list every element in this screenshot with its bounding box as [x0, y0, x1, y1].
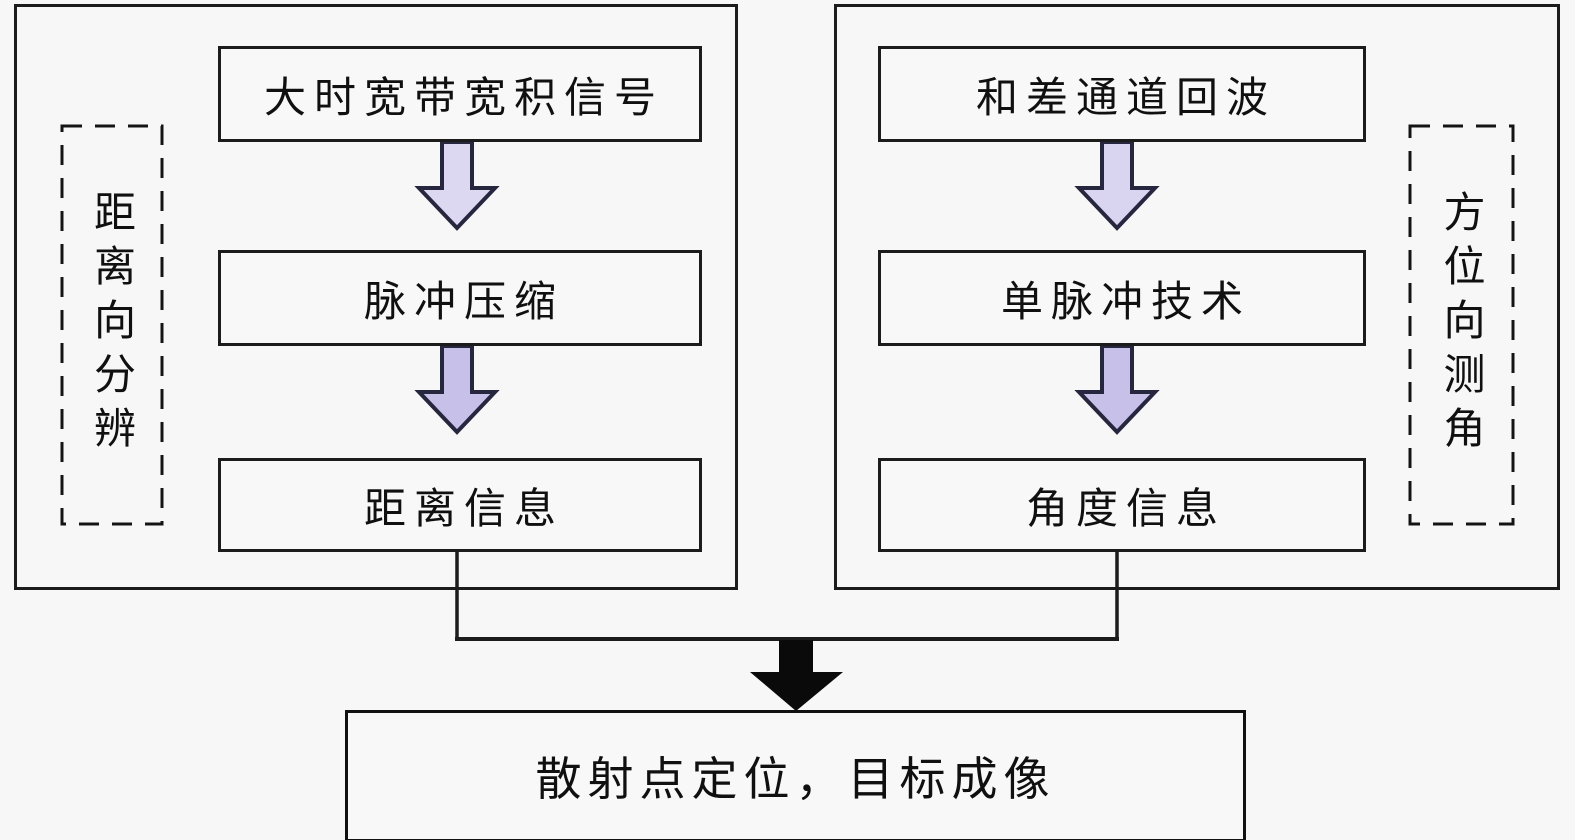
node-pulse-compression: 脉冲压缩 — [218, 250, 702, 346]
azimuth-processing-panel — [834, 4, 1560, 590]
node-angle-information: 角度信息 — [878, 458, 1366, 552]
node-monopulse-technique: 单脉冲技术 — [878, 250, 1366, 346]
range-resolution-side-label: 距离向分辨 — [87, 190, 137, 460]
node-sum-difference-channel-echo: 和差通道回波 — [878, 46, 1366, 142]
node-range-information: 距离信息 — [218, 458, 702, 552]
azimuth-angle-side-label: 方位向测角 — [1437, 190, 1486, 460]
range-processing-panel — [14, 4, 738, 590]
node-scatterer-localization-target-imaging: 散射点定位，目标成像 — [345, 710, 1246, 840]
merge-down-arrow-icon — [750, 640, 843, 711]
node-large-time-bandwidth-signal: 大时宽带宽积信号 — [218, 46, 702, 142]
